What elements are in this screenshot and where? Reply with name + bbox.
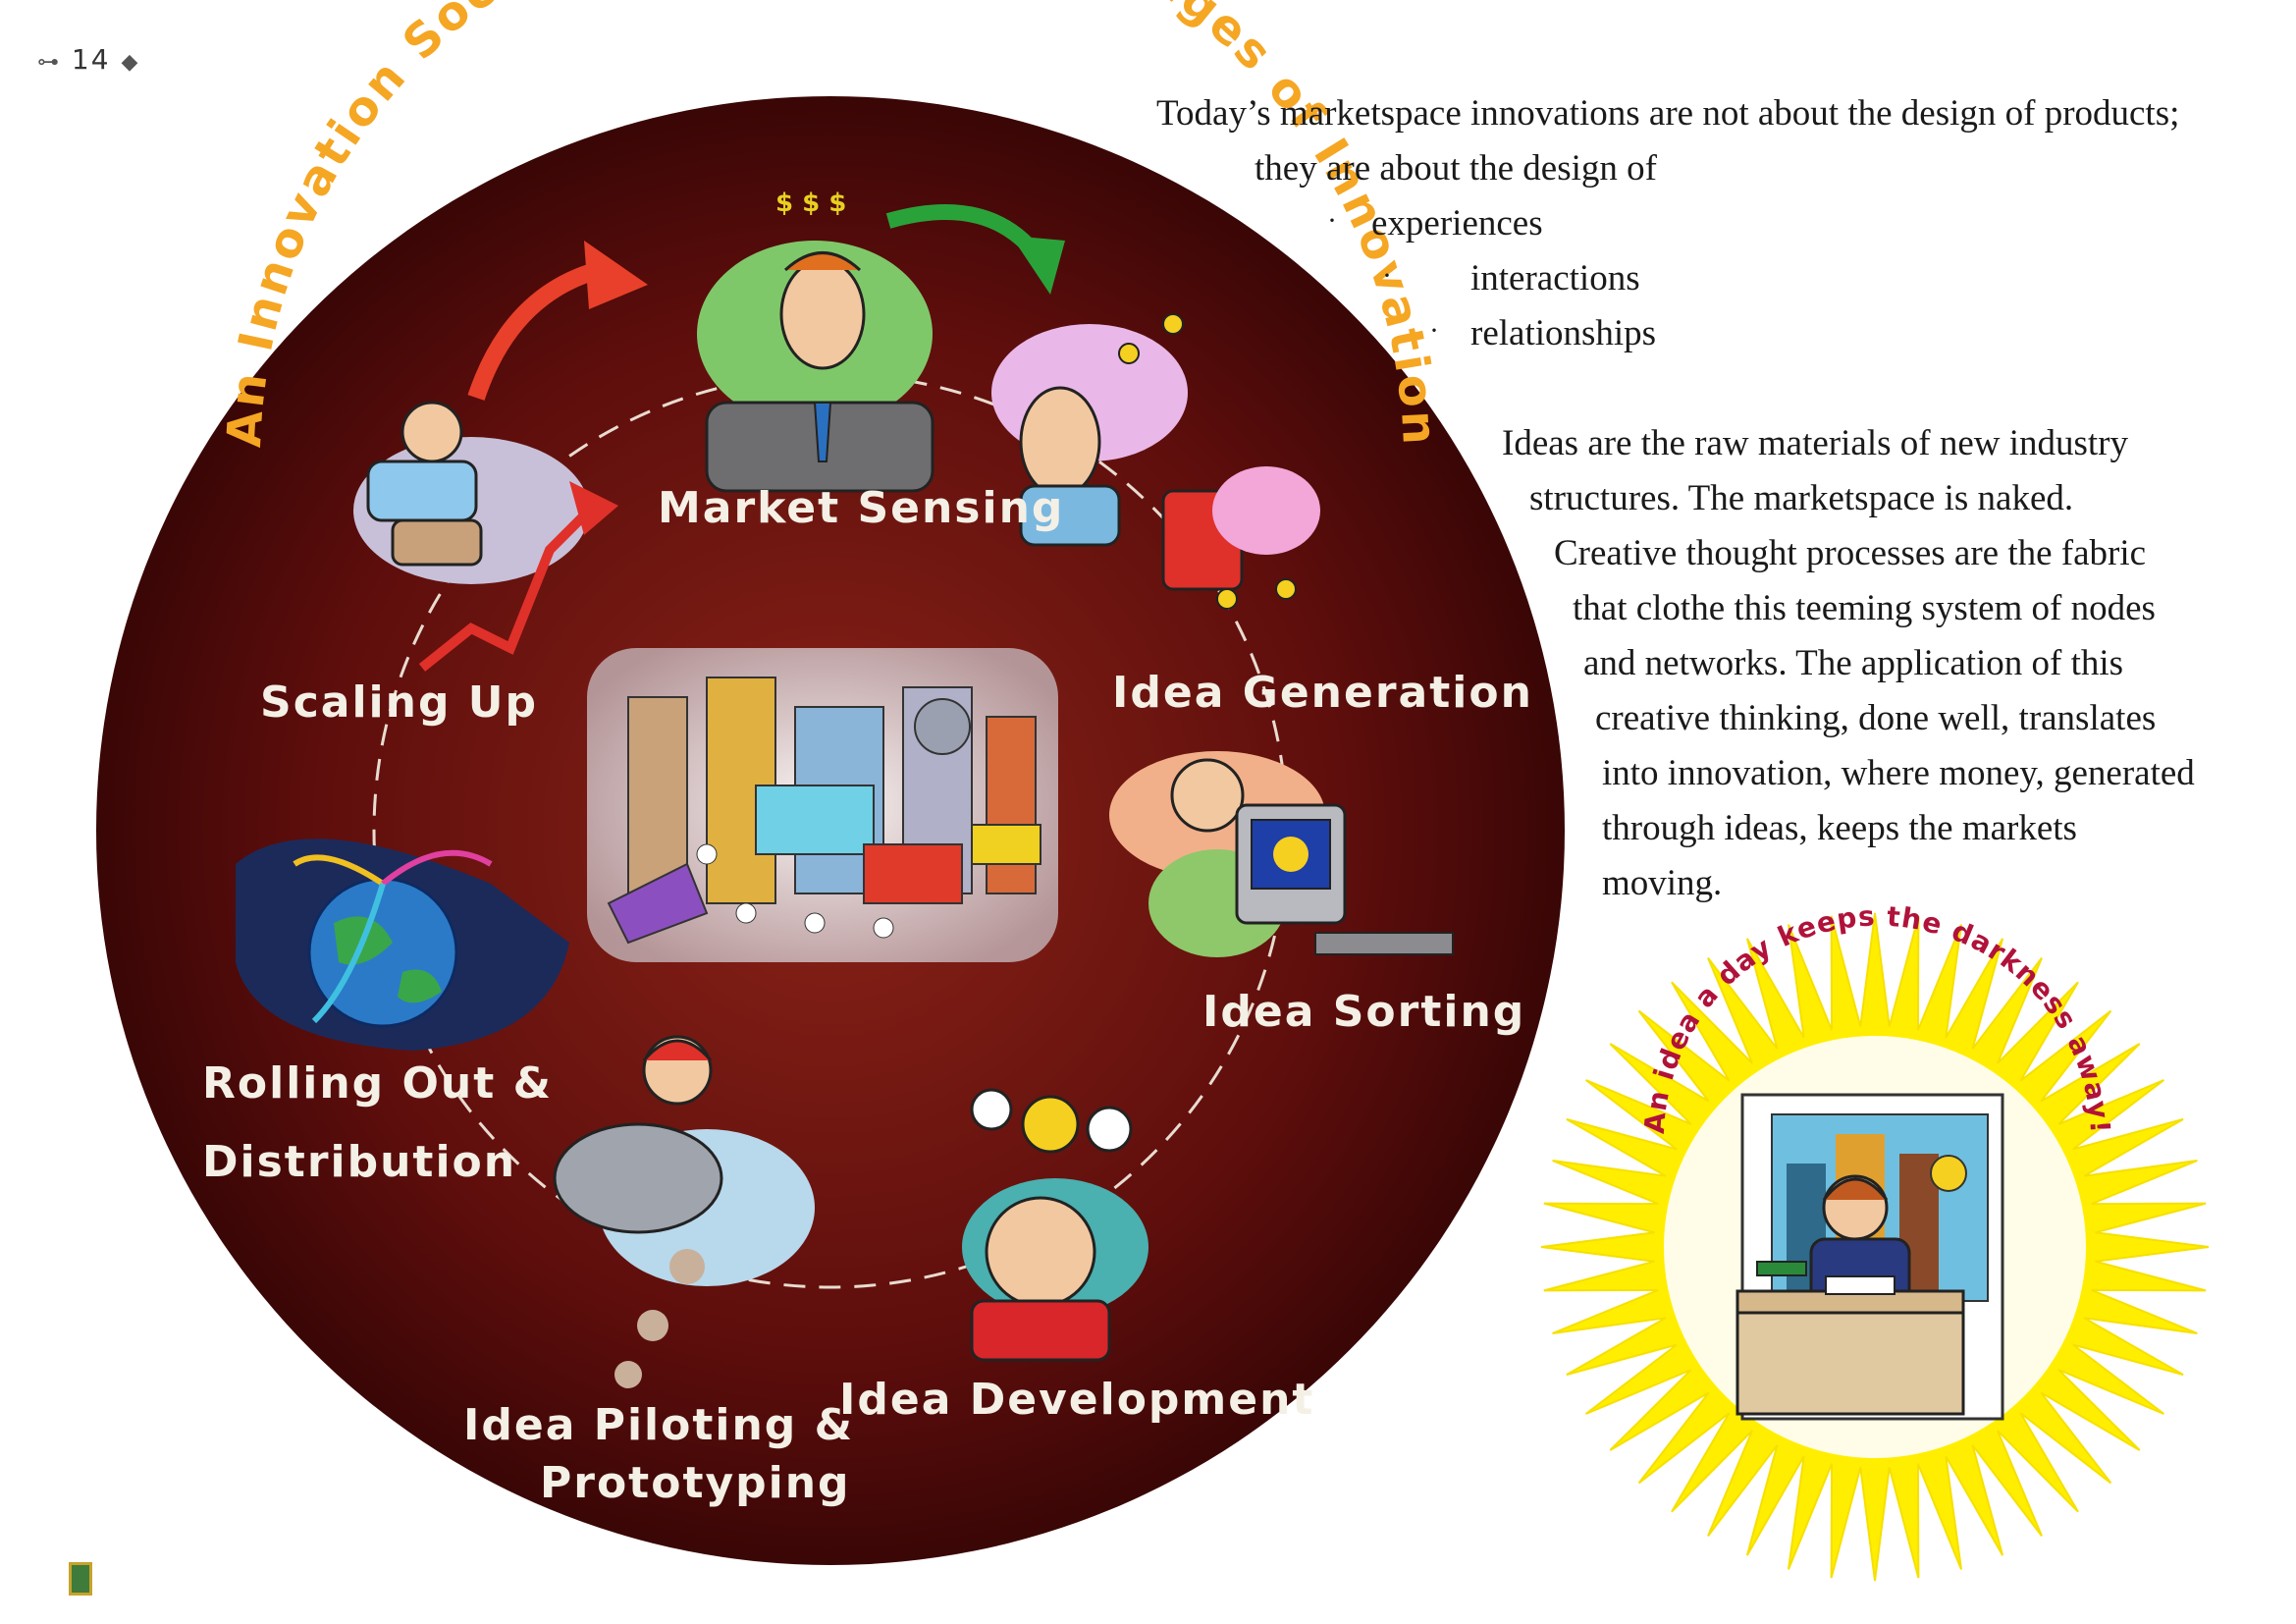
bullet-dot-3: · [1429, 314, 1439, 347]
intro-bullet-2: interactions [1470, 258, 1640, 298]
svg-text:$ $ $: $ $ $ [775, 189, 846, 218]
desk-illustration [1735, 1093, 2004, 1421]
idea-sorting-illustration [1109, 751, 1454, 957]
paragraph-line-5: and networks. The application of this [1583, 643, 2124, 683]
intro-line-2: they are about the design of [1255, 148, 1657, 189]
label-idea-generation: Idea Generation [1112, 668, 1533, 718]
rolling-out-illustration [236, 839, 569, 1051]
label-idea-development: Idea Development [839, 1375, 1314, 1425]
green-arrowhead-icon [1011, 236, 1065, 295]
market-sensing-illustration: $ $ $ [697, 189, 934, 493]
intro-line-1: Today’s marketspace innovations are not … [1156, 93, 2180, 134]
idea-generation-illustration [991, 313, 1320, 610]
label-idea-piloting-line1: Idea Piloting & [463, 1400, 854, 1450]
idea-development-illustration [962, 1088, 1148, 1362]
page-number: ⊶ 14 ◆ [37, 43, 139, 76]
label-market-sensing: Market Sensing [658, 483, 1064, 533]
bullet-dot-2: · [1382, 259, 1392, 292]
paragraph-line-9: moving. [1602, 863, 1723, 903]
book-thumbnail-icon [69, 1562, 92, 1596]
idea-piloting-illustration [553, 1035, 815, 1388]
bullet-dot-1: · [1327, 204, 1337, 237]
right-ornament-icon: ◆ [121, 50, 140, 75]
page-number-value: 14 [71, 43, 111, 76]
paragraph-line-2: structures. The marketspace is naked. [1529, 478, 2074, 518]
label-rolling-out-line1: Rolling Out & [202, 1058, 553, 1109]
red-arrow-icon [467, 261, 602, 401]
red-arrowhead-icon [584, 241, 648, 309]
label-rolling-out-line2: Distribution [202, 1137, 516, 1187]
intro-bullet-3: relationships [1470, 313, 1657, 353]
paragraph-line-7: into innovation, where money, generated [1602, 753, 2195, 793]
innovation-society-illustration [587, 648, 1058, 962]
scaling-up-illustration [353, 401, 618, 672]
left-ornament-icon: ⊶ [37, 50, 61, 75]
intro-bullet-1: experiences [1371, 203, 1543, 244]
label-scaling-up: Scaling Up [260, 677, 538, 728]
paragraph-line-6: creative thinking, done well, translates [1595, 698, 2157, 738]
paragraph-line-1: Ideas are the raw materials of new indus… [1502, 423, 2128, 463]
paragraph-line-4: that clothe this teeming system of nodes [1573, 588, 2156, 628]
paragraph-line-8: through ideas, keeps the markets [1602, 808, 2077, 848]
label-idea-sorting: Idea Sorting [1202, 987, 1525, 1037]
label-idea-piloting-line2: Prototyping [540, 1458, 851, 1508]
paragraph-line-3: Creative thought processes are the fabri… [1554, 533, 2147, 573]
